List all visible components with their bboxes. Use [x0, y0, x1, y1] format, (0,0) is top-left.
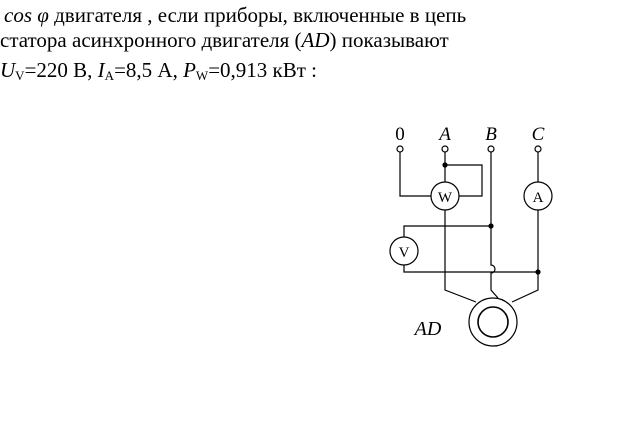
problem-line-3: UV=220 В, IA=8,5 А, PW=0,913 кВт : — [0, 58, 317, 88]
voltage-subscript: V — [15, 68, 25, 83]
ammeter-icon — [523, 181, 553, 211]
line1-text: двигателя , если приборы, включенные в ц… — [54, 3, 467, 27]
wire-phase-c-down — [511, 210, 539, 303]
problem-line-1: cos φ двигателя , если приборы, включенн… — [4, 3, 466, 27]
motor-label: AD — [413, 318, 442, 340]
voltmeter-icon — [389, 236, 419, 266]
wattmeter-label: W — [438, 190, 453, 206]
cos-word: cos — [4, 3, 32, 27]
terminal-0 — [396, 145, 404, 153]
power-symbol: P — [183, 58, 196, 82]
power-subscript: W — [195, 68, 209, 83]
ammeter-label: A — [533, 190, 544, 206]
wattmeter-icon — [430, 181, 460, 211]
terminal-c-label: C — [532, 124, 545, 145]
junction-c — [535, 269, 541, 275]
wire-voltmeter-bottom — [403, 265, 538, 273]
motor-rotor-icon — [477, 306, 509, 338]
junction-b — [488, 223, 494, 229]
terminal-c — [534, 145, 542, 153]
top-crop-mask — [0, 0, 620, 6]
current-subscript: A — [104, 68, 115, 83]
current-value: =8,5 А, — [114, 58, 184, 82]
problem-line-2: статора асинхронного двигателя (AD) пока… — [0, 28, 449, 52]
terminal-a — [441, 145, 449, 153]
voltage-value: =220 В, — [24, 58, 98, 82]
terminal-a-label: A — [437, 124, 451, 145]
wire-phase-b — [490, 152, 499, 299]
junction-a — [442, 162, 448, 168]
voltmeter-label: V — [399, 245, 410, 261]
terminal-b — [487, 145, 495, 153]
line2-before: статора асинхронного двигателя ( — [0, 28, 302, 52]
current-symbol: I — [97, 58, 105, 82]
wire-wattmeter-loop — [445, 164, 483, 197]
ad-label-inline: AD — [301, 28, 330, 52]
motor-outer-icon — [468, 297, 518, 347]
voltage-symbol: U — [0, 58, 16, 82]
power-value: =0,913 кВт : — [208, 58, 318, 82]
terminal-b-label: B — [485, 124, 497, 145]
terminal-0-label: 0 — [395, 124, 405, 145]
wire-neutral — [399, 152, 431, 197]
phi-symbol: φ — [37, 3, 49, 27]
wire-phase-a-down — [444, 210, 477, 303]
wire-voltmeter-top — [403, 225, 491, 237]
line2-after: ) показывают — [329, 28, 449, 52]
